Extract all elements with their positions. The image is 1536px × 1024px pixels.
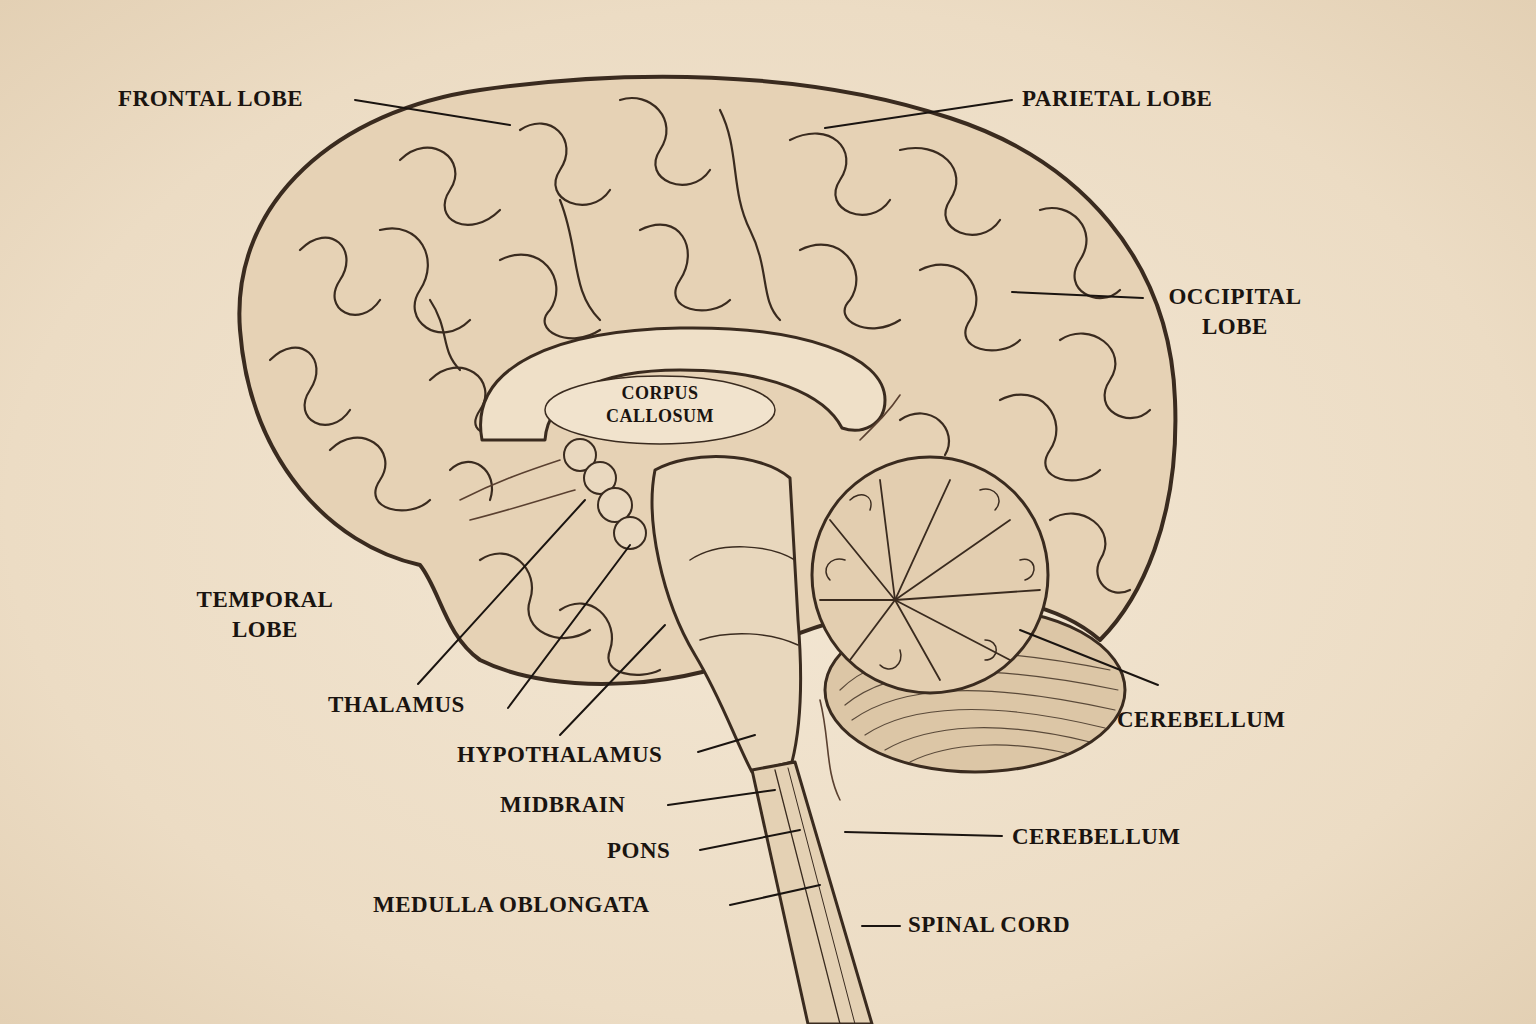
part-label: HYPOTHALAMUS (457, 740, 662, 770)
part-label: CEREBELLUM (1012, 822, 1181, 852)
brainstem-shape (652, 457, 800, 772)
pons-fold (700, 634, 798, 645)
part-label: TEMPORAL LOBE (180, 585, 350, 645)
cord-line (788, 768, 855, 1024)
thalamus-shape (564, 439, 646, 549)
spinal-cord-shape (752, 762, 872, 1024)
corpus-callosum-shape (481, 328, 885, 440)
part-label: PARIETAL LOBE (1022, 84, 1212, 114)
leader-lines (355, 100, 1158, 926)
part-label: CEREBELLUM (1117, 705, 1286, 735)
part-label: THALAMUS (328, 690, 465, 720)
part-label: SPINAL CORD (908, 910, 1070, 940)
ventricle-area (545, 376, 775, 444)
cerebellum-upper (812, 457, 1048, 693)
part-label: CORPUS CALLOSUM (595, 382, 725, 429)
arbor-vitae (820, 480, 1040, 680)
cord-line (775, 770, 840, 1024)
part-label: MEDULLA OBLONGATA (373, 890, 650, 920)
part-label: PONS (607, 836, 670, 866)
pons-fold (690, 547, 795, 560)
blood-vessels (460, 395, 900, 800)
cerebellum-folia (826, 489, 1034, 669)
part-label: MIDBRAIN (500, 790, 625, 820)
part-label: FRONTAL LOBE (118, 84, 303, 114)
part-label: OCCIPITAL LOBE (1150, 282, 1320, 342)
